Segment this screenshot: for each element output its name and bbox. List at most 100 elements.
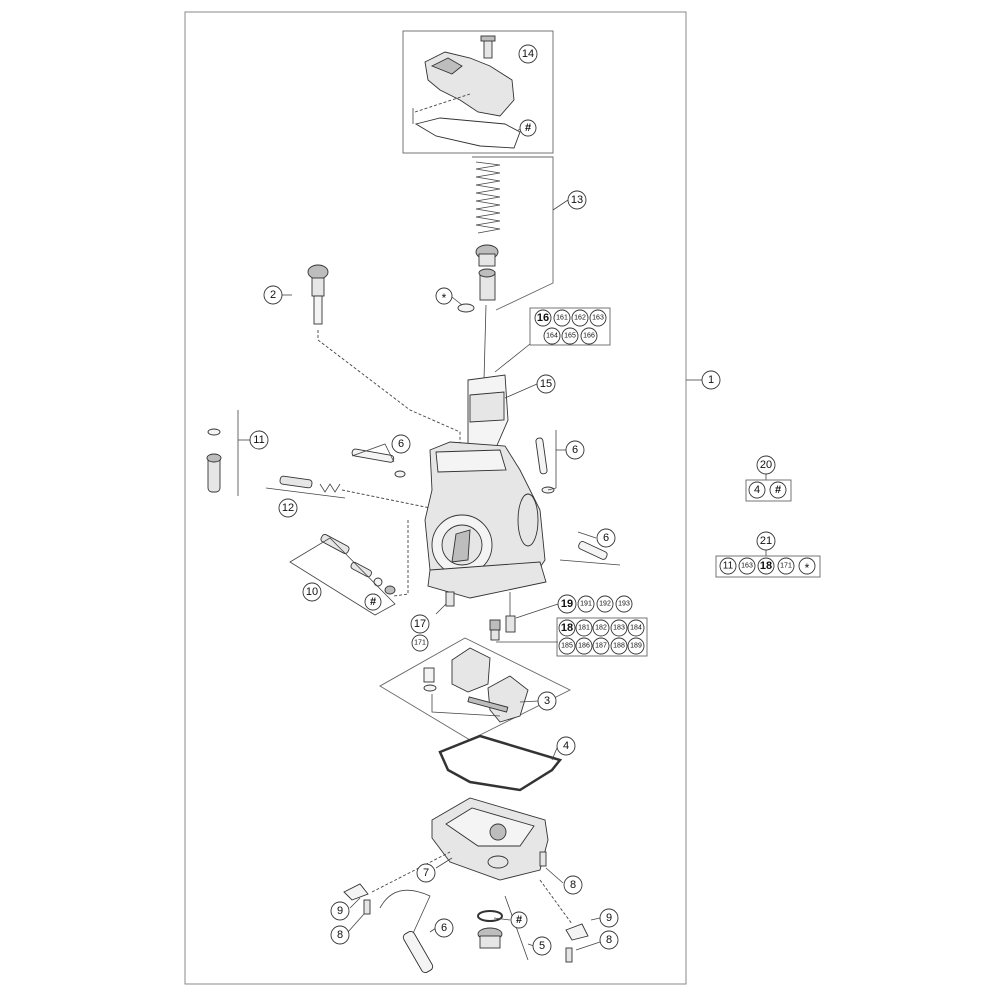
svg-text:6: 6 bbox=[603, 532, 609, 544]
group18-item-182: 182 bbox=[592, 619, 610, 637]
callout-6-left: 6 bbox=[391, 434, 411, 454]
svg-text:#: # bbox=[525, 122, 531, 134]
svg-text:16: 16 bbox=[537, 312, 549, 324]
leader-19 bbox=[515, 603, 559, 619]
callout-13: 13 bbox=[567, 190, 587, 210]
svg-text:166: 166 bbox=[583, 333, 595, 340]
leader-8b bbox=[347, 913, 365, 933]
clip-part-a bbox=[394, 470, 406, 478]
dashed-leader-body bbox=[393, 520, 409, 597]
svg-text:4: 4 bbox=[563, 740, 569, 752]
svg-text:12: 12 bbox=[282, 502, 294, 514]
jet-part-17 bbox=[445, 591, 455, 607]
callout-17: 17 bbox=[410, 614, 430, 634]
callout-6-right: 6 bbox=[565, 440, 585, 460]
svg-text:15: 15 bbox=[540, 378, 552, 390]
air-screw-part bbox=[320, 534, 396, 595]
kit21-item-163: 163 bbox=[738, 557, 756, 575]
svg-text:163: 163 bbox=[741, 563, 753, 570]
group16-item-163: 163 bbox=[589, 309, 607, 327]
svg-text:10: 10 bbox=[306, 586, 318, 598]
callout-15: 15 bbox=[536, 374, 556, 394]
callout-hash-left: # bbox=[364, 593, 382, 611]
callout-12: 12 bbox=[278, 498, 298, 518]
callout-14: 14 bbox=[518, 44, 538, 64]
svg-text:21: 21 bbox=[760, 535, 772, 547]
svg-text:19: 19 bbox=[561, 598, 573, 610]
svg-text:9: 9 bbox=[337, 905, 343, 917]
svg-text:188: 188 bbox=[613, 643, 625, 650]
svg-text:11: 11 bbox=[253, 434, 264, 446]
throttle-slide-part bbox=[467, 374, 509, 453]
group18-item-183: 183 bbox=[610, 619, 628, 637]
group18-item-189: 189 bbox=[627, 637, 645, 655]
group19-item-19: 19 bbox=[557, 594, 577, 614]
callout-10: 10 bbox=[302, 582, 322, 602]
callout-hash-bottom: # bbox=[510, 911, 528, 929]
group16-item-162: 162 bbox=[571, 309, 589, 327]
callout-9-left: 9 bbox=[330, 901, 350, 921]
group18-item-188: 188 bbox=[610, 637, 628, 655]
svg-text:192: 192 bbox=[599, 601, 611, 608]
group-16-box bbox=[529, 307, 611, 346]
group18-item-181: 181 bbox=[575, 619, 593, 637]
svg-text:3: 3 bbox=[544, 695, 550, 707]
callout-1: 1 bbox=[701, 370, 721, 390]
leader-hash-bottom bbox=[493, 917, 511, 921]
group18-item-185: 185 bbox=[558, 637, 576, 655]
group19-item-191: 191 bbox=[577, 595, 595, 613]
spring-group-box bbox=[472, 156, 554, 311]
svg-text:6: 6 bbox=[441, 922, 447, 934]
spring-part bbox=[457, 161, 501, 313]
leader-8a bbox=[545, 867, 564, 884]
svg-text:193: 193 bbox=[618, 601, 630, 608]
svg-text:9: 9 bbox=[606, 912, 612, 924]
leader-4 bbox=[551, 747, 558, 761]
leader-6a bbox=[351, 443, 395, 463]
svg-text:#: # bbox=[370, 596, 376, 608]
kit21-box bbox=[715, 555, 821, 578]
leader-7 bbox=[435, 857, 453, 869]
kit20-box bbox=[745, 479, 792, 502]
leader-9a bbox=[349, 897, 361, 909]
svg-text:14: 14 bbox=[522, 48, 534, 60]
svg-text:187: 187 bbox=[595, 643, 607, 650]
svg-text:18: 18 bbox=[561, 622, 573, 634]
svg-text:11: 11 bbox=[723, 561, 734, 572]
top-cover-part bbox=[412, 35, 521, 149]
svg-text:185: 185 bbox=[561, 643, 573, 650]
dashed-leader-bracket-right bbox=[539, 879, 573, 925]
svg-text:191: 191 bbox=[580, 601, 592, 608]
leader-6c bbox=[559, 531, 621, 566]
svg-text:#: # bbox=[775, 484, 781, 496]
callout-4: 4 bbox=[556, 736, 576, 756]
leader-15 bbox=[504, 383, 538, 399]
screw-part-right bbox=[539, 851, 547, 867]
callout-2: 2 bbox=[263, 285, 283, 305]
svg-text:165: 165 bbox=[564, 333, 576, 340]
svg-text:161: 161 bbox=[556, 315, 568, 322]
callout-8-right: 8 bbox=[563, 875, 583, 895]
group-18-box bbox=[556, 617, 648, 657]
group19-item-193: 193 bbox=[615, 595, 633, 613]
hose-end-part bbox=[402, 930, 434, 974]
screw-part-bottom bbox=[565, 947, 573, 963]
bracket-part-left bbox=[343, 883, 369, 901]
callout-7: 7 bbox=[416, 863, 436, 883]
group16-item-161: 161 bbox=[553, 309, 571, 327]
adjust-screw-part bbox=[279, 475, 441, 511]
svg-text:8: 8 bbox=[606, 934, 612, 946]
group16-item-165: 165 bbox=[561, 327, 579, 345]
kit20-label: 20 bbox=[756, 455, 776, 475]
callout-171: 171 bbox=[411, 634, 429, 652]
svg-text:#: # bbox=[516, 914, 522, 926]
screw-part-left bbox=[363, 899, 371, 915]
svg-text:8: 8 bbox=[570, 879, 576, 891]
group16-item-166: 166 bbox=[580, 327, 598, 345]
svg-text:*: * bbox=[805, 561, 810, 575]
bracket-part-right bbox=[565, 923, 589, 941]
kit21-item-star: * bbox=[798, 557, 816, 575]
group18-item-186: 186 bbox=[575, 637, 593, 655]
leader-star bbox=[451, 296, 463, 306]
leader-3 bbox=[519, 700, 539, 703]
